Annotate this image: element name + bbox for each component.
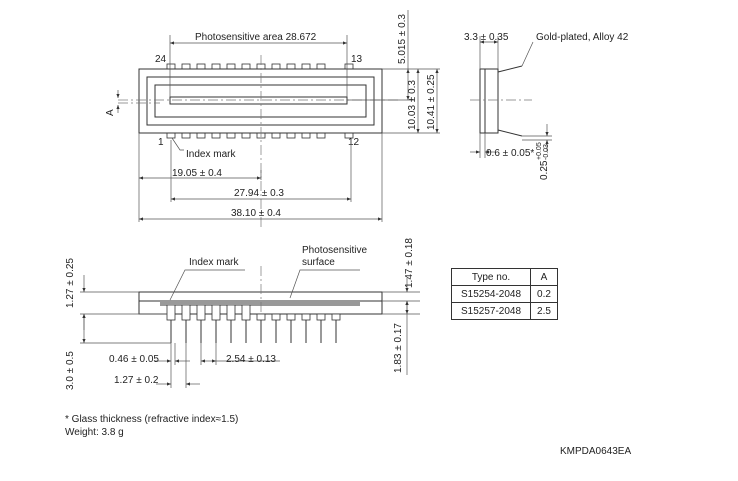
dim-025-tol-lower: -0.03 (543, 144, 550, 160)
dim-127-v-label: 1.27 ± 0.25 (65, 258, 76, 308)
table-header-a: A (530, 268, 558, 286)
dim-38-label: 38.10 ± 0.4 (231, 208, 281, 219)
pin-24-label: 24 (155, 54, 167, 65)
dim-33-label: 3.3 ± 0.35 (464, 32, 509, 43)
table-cell-a: 2.5 (530, 302, 558, 320)
dim-5015-label: 5.015 ± 0.3 (397, 14, 408, 64)
side-body (479, 68, 499, 134)
photosensitive-area (169, 96, 348, 105)
dim-127-h-label: 1.27 ± 0.2 (114, 375, 159, 386)
table-cell-type: S15254-2048 (451, 285, 531, 303)
dim-27-label: 27.94 ± 0.3 (234, 188, 284, 199)
dim-147-label: 1.47 ± 0.18 (404, 238, 415, 288)
glass-note: * Glass thickness (refractive index≈1.5) (65, 414, 239, 425)
table-header-row: Type no. A (451, 268, 558, 286)
dim-046-label: 0.46 ± 0.05 (109, 354, 159, 365)
table-row: S15257-2048 2.5 (451, 302, 558, 320)
dim-1041-label: 10.41 ± 0.25 (426, 74, 437, 130)
dim-025-label: 0.25 (539, 160, 550, 180)
pin-1-label: 1 (158, 137, 164, 148)
side-view: 3.3 ± 0.35 Gold-plated, Alloy 42 0.6 ± 0… (464, 32, 629, 180)
window-frame (146, 76, 375, 126)
dim-19-label: 19.05 ± 0.4 (172, 168, 222, 179)
pin-12-label: 12 (348, 137, 360, 148)
surface-label: surface (302, 257, 335, 268)
weight-note: Weight: 3.8 g (65, 427, 124, 438)
gold-plated-label: Gold-plated, Alloy 42 (536, 32, 629, 43)
pin-13-label: 13 (351, 54, 363, 65)
table-row: S15254-2048 0.2 (451, 285, 558, 303)
notes: * Glass thickness (refractive index≈1.5)… (65, 413, 238, 439)
dim-06-label: 0.6 ± 0.05* (486, 148, 534, 159)
dim-183-label: 1.83 ± 0.17 (393, 323, 404, 373)
front-view: Index mark Photosensitive surface 1.27 ±… (65, 238, 420, 390)
dim-1003-label: 10.03 ± 0.3 (407, 80, 418, 130)
top-view: Photosensitive area 28.672 24 13 1 12 In… (105, 10, 440, 228)
front-pins (166, 304, 341, 343)
table-cell-type: S15257-2048 (451, 302, 531, 320)
package-body (138, 68, 383, 134)
dim-30-label: 3.0 ± 0.5 (65, 351, 76, 390)
table-cell-a: 0.2 (530, 285, 558, 303)
label-a: A (105, 109, 116, 116)
photosensitive-label: Photosensitive (302, 245, 367, 256)
table-header-type: Type no. (451, 268, 531, 286)
window-inner (154, 84, 367, 118)
index-mark-label-top: Index mark (186, 149, 236, 160)
type-table: Type no. A S15254-2048 0.2 S15257-2048 2… (451, 268, 558, 320)
drawing-code: KMPDA0643EA (560, 446, 631, 457)
index-mark-label-front: Index mark (189, 257, 239, 268)
photosensitive-area-label: Photosensitive area 28.672 (195, 32, 317, 43)
dim-025-tol-upper: +0.05 (536, 142, 543, 160)
dim-254-label: 2.54 ± 0.13 (226, 354, 276, 365)
